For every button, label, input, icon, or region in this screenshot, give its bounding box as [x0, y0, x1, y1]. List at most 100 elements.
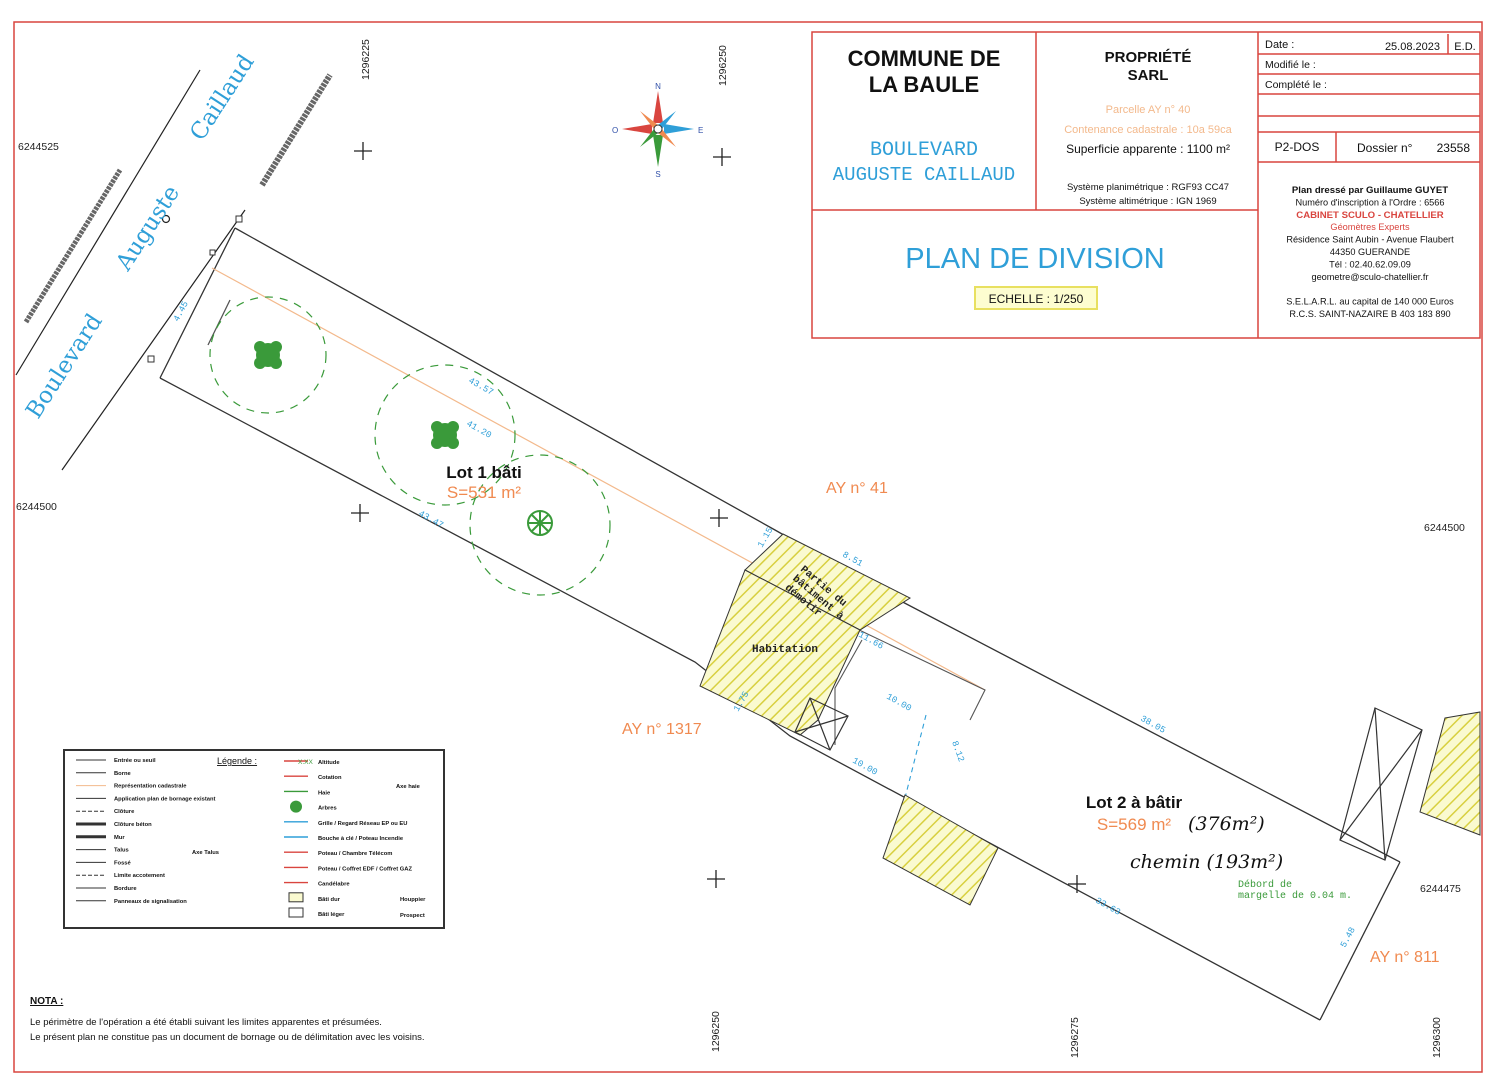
parcel-reference: Parcelle AY n° 40: [1106, 104, 1191, 116]
commune-line2: LA BAULE: [869, 72, 979, 97]
lot2-note-built: (376m²): [1188, 813, 1265, 835]
lot2-note-path: chemin (193m²): [1130, 851, 1283, 873]
grid-y-right-1: 6244500: [1424, 522, 1465, 534]
nota-title: NOTA :: [30, 996, 63, 1007]
dossier-number: 23558: [1437, 141, 1471, 155]
habitation-label: Habitation: [752, 644, 818, 656]
neighbour-ay811: AY n° 811: [1370, 949, 1440, 966]
legend-item-label: Cotation: [318, 775, 342, 781]
compass-rose-icon: N E O S: [612, 82, 703, 179]
dossier-label: Dossier n°: [1357, 141, 1413, 155]
street-line2: AUGUSTE CAILLAUD: [833, 164, 1015, 186]
dim-label: 8.12: [949, 740, 966, 764]
grid-crosses: [351, 142, 1086, 893]
surveyor-line: S.E.L.A.R.L. au capital de 140 000 Euros: [1286, 297, 1454, 307]
legend-item-label: Candélabre: [318, 882, 350, 888]
boulevard: [15, 69, 333, 471]
document-code: P2-DOS: [1275, 140, 1320, 154]
tree-icon: [254, 341, 282, 369]
legend-item-label: Bâti dur: [318, 897, 341, 903]
street-word-auguste: Auguste: [111, 181, 185, 276]
grid-y-left-2: 6244500: [16, 501, 57, 513]
scale-box: [974, 286, 1098, 310]
nota-line1: Le périmètre de l'opération a été établi…: [30, 1017, 382, 1028]
lot2-name: Lot 2 à bâtir: [1086, 793, 1183, 812]
legend-item-label: Poteau / Coffret EDF / Coffret GAZ: [318, 866, 412, 872]
scale-text: ECHELLE : 1/250: [989, 292, 1084, 306]
legend-item-label: Bâti léger: [318, 912, 345, 918]
legend-item-label: Altitude: [318, 760, 340, 766]
neighbour-building-south: [882, 794, 999, 906]
tree-crown: [469, 454, 611, 596]
planimetric-system: Système planimétrique : RGF93 CC47: [1067, 182, 1229, 193]
dim-label: 10.00: [885, 692, 913, 714]
legend-item-label: Talus: [114, 848, 129, 854]
legend-item-label: Bordure: [114, 886, 137, 892]
legend-prospect: Prospect: [400, 913, 425, 919]
author-initials: E.D.: [1454, 41, 1475, 53]
compass-o: O: [612, 126, 618, 135]
legend-houppier: Houppier: [400, 897, 426, 903]
owner-line1: PROPRIÉTÉ: [1105, 49, 1192, 66]
street-line1: BOULEVARD: [870, 139, 978, 162]
legend-talus-axis: Axe Talus: [192, 850, 219, 856]
grid-x-bottom-1: 1296250: [710, 1011, 722, 1052]
date-label: Date :: [1265, 39, 1294, 51]
lot1-area: S=531 m²: [447, 483, 522, 502]
neighbour-building-corner: [1419, 711, 1481, 836]
compass-s: S: [655, 170, 660, 179]
margelle-note-1: Débord de: [1238, 879, 1292, 891]
neighbour-building-east: [1339, 707, 1423, 861]
sheet-frame: [13, 21, 1483, 1073]
compass-e: E: [698, 126, 703, 135]
surveyor-line: Géomètres Experts: [1330, 222, 1410, 232]
legend-item-label: Haie: [318, 790, 331, 796]
surveyor-line: Numéro d'inscription à l'Ordre : 6566: [1295, 197, 1444, 207]
surveyor-line: R.C.S. SAINT-NAZAIRE B 403 183 890: [1289, 309, 1450, 319]
surveyor-line: CABINET SCULO - CHATELLIER: [1296, 210, 1444, 221]
modified-label: Modifié le :: [1265, 59, 1316, 71]
legend-item-label: Poteau / Chambre Télécom: [318, 851, 392, 857]
legend-item-label: Fossé: [114, 860, 132, 866]
street-word-caillaud: Caillaud: [185, 50, 260, 145]
compass-n: N: [655, 82, 661, 91]
margelle-note-2: margelle de 0.04 m.: [1238, 890, 1352, 902]
legend-item-label: Limite accotement: [114, 873, 165, 879]
legend-hedge-axis: Axe haie: [396, 784, 421, 790]
legend-title: Légende :: [217, 756, 257, 766]
tree-icon: [431, 421, 459, 449]
dim-label: 41.20: [465, 419, 493, 441]
tree-crown: [209, 296, 327, 414]
owner-line2: SARL: [1128, 67, 1169, 84]
trees: [209, 296, 611, 596]
commune-line1: COMMUNE DE: [848, 46, 1001, 71]
legend-tree-icon: [290, 800, 302, 813]
dim-label: 33.63: [1094, 896, 1122, 918]
surveyor-line: Résidence Saint Aubin - Avenue Flaubert: [1286, 235, 1454, 245]
surveyor-line: 44350 GUERANDE: [1330, 247, 1410, 257]
grid-x-top-2: 1296250: [717, 45, 729, 86]
legend-item-label: Application plan de bornage existant: [114, 796, 216, 802]
legend-item-label: Clôture béton: [114, 822, 152, 828]
dim-label: 43.47: [417, 509, 445, 531]
light-building: [794, 697, 849, 751]
lot1-name: Lot 1 bâti: [446, 463, 522, 482]
legend-item-label: Arbres: [318, 806, 337, 812]
nota-line2: Le présent plan ne constitue pas un docu…: [30, 1032, 425, 1043]
altimetric-system: Système altimétrique : IGN 1969: [1079, 196, 1216, 207]
street-labels: Boulevard Auguste Caillaud: [21, 50, 260, 423]
title-block: [811, 31, 1481, 339]
legend-item-label: Clôture: [114, 809, 135, 815]
surveyor-line: Plan dressé par Guillaume GUYET: [1292, 185, 1448, 196]
grid-y-right-2: 6244475: [1420, 883, 1461, 895]
cadastral-line: [211, 267, 986, 691]
legend-item-label: Entrée ou seuil: [114, 758, 156, 764]
legend-item-label: Représentation cadastrale: [114, 784, 187, 790]
grid-x-bottom-2: 1296275: [1069, 1017, 1081, 1058]
legend-item-label: Mur: [114, 835, 125, 841]
surveyor-line: geometre@sculo-chatellier.fr: [1311, 272, 1428, 282]
dim-label: 43.57: [467, 376, 495, 398]
legend-item-label: Grille / Regard Réseau EP ou EU: [318, 821, 407, 827]
